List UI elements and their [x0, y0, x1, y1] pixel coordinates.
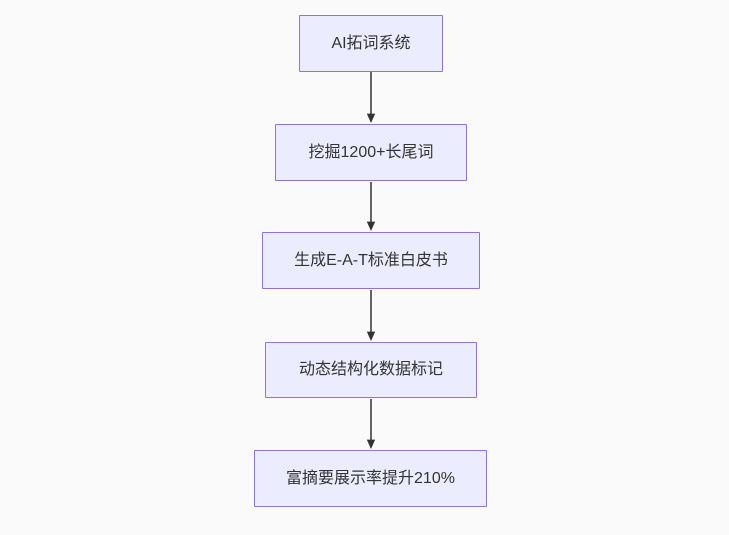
flow-node-label: 生成E-A-T标准白皮书 [294, 251, 448, 269]
flow-node-rich-snippet-rate: 富摘要展示率提升210% [254, 450, 487, 507]
edge-d-to-e [366, 399, 376, 449]
flow-node-dynamic-structured-data: 动态结构化数据标记 [265, 342, 477, 398]
edge-b-to-c [366, 182, 376, 231]
flow-node-label: 挖掘1200+长尾词 [308, 143, 434, 161]
edge-a-to-b [366, 72, 376, 123]
arrowhead-icon [366, 221, 376, 231]
flow-node-label: 富摘要展示率提升210% [286, 469, 455, 487]
flow-node-ai-keyword-system: AI拓词系统 [299, 15, 443, 72]
flow-node-label: 动态结构化数据标记 [298, 361, 443, 378]
flow-node-generate-eat-whitepaper: 生成E-A-T标准白皮书 [262, 232, 480, 289]
arrowhead-icon [366, 439, 376, 449]
flow-node-label: AI拓词系统 [331, 34, 411, 52]
flow-node-mine-longtail-keywords: 挖掘1200+长尾词 [275, 124, 467, 181]
arrowhead-icon [366, 331, 376, 341]
arrowhead-icon [366, 113, 376, 123]
edge-c-to-d [366, 290, 376, 341]
